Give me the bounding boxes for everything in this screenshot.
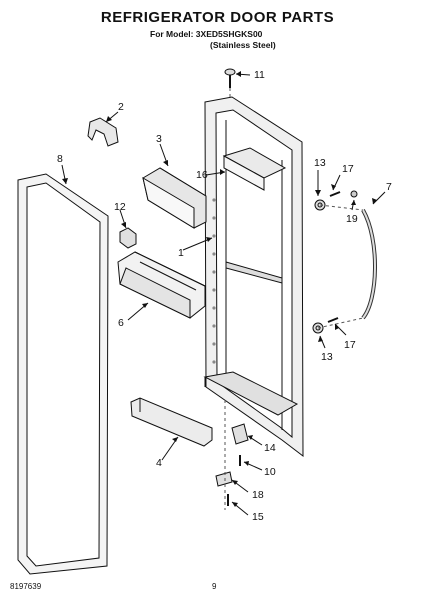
label-15: 15	[252, 511, 264, 523]
label-4: 4	[156, 457, 162, 469]
door-bin	[117, 251, 206, 319]
door-gasket	[17, 173, 109, 575]
page-title: REFRIGERATOR DOOR PARTS	[100, 9, 335, 26]
label-8: 8	[57, 153, 63, 165]
label-14: 14	[264, 442, 276, 454]
top-screw	[224, 68, 236, 88]
handle-mount	[312, 199, 326, 334]
hinge-bracket	[231, 423, 249, 445]
label-16: 18	[252, 489, 264, 501]
small-clip	[87, 117, 119, 147]
dairy-door	[142, 167, 207, 229]
label-12: 12	[114, 201, 126, 213]
label-18-top: 17	[342, 163, 354, 175]
label-18-bottom: 17	[344, 339, 356, 351]
model-info: For Model: 3XED5SHGKS00 (Stainless Steel…	[150, 29, 276, 51]
label-13-top: 13	[314, 157, 326, 169]
label-6: 6	[118, 317, 124, 329]
bin-clip	[119, 227, 137, 249]
door-panel	[203, 96, 304, 458]
handle	[361, 209, 377, 320]
label-7: 7	[386, 181, 392, 193]
label-3: 3	[156, 133, 162, 145]
leader-arrowheads	[62, 71, 377, 507]
finish-line: (Stainless Steel)	[210, 40, 276, 50]
model-line: For Model: 3XED5SHGKS00	[150, 29, 263, 39]
label-17: 16	[196, 169, 208, 181]
bottom-shelf-trim	[130, 397, 213, 447]
alignment-lines	[224, 88, 364, 510]
bushing	[215, 471, 233, 487]
mount-washer	[350, 190, 358, 198]
document-number: 8197639	[10, 582, 42, 591]
label-13-bottom: 13	[321, 351, 333, 363]
page-number: 9	[212, 582, 217, 591]
label-2: 2	[118, 101, 124, 113]
label-1: 1	[178, 247, 184, 259]
label-11: 11	[254, 69, 265, 81]
label-10: 10	[264, 466, 276, 478]
mount-screw	[327, 191, 341, 323]
label-19: 19	[346, 213, 358, 225]
